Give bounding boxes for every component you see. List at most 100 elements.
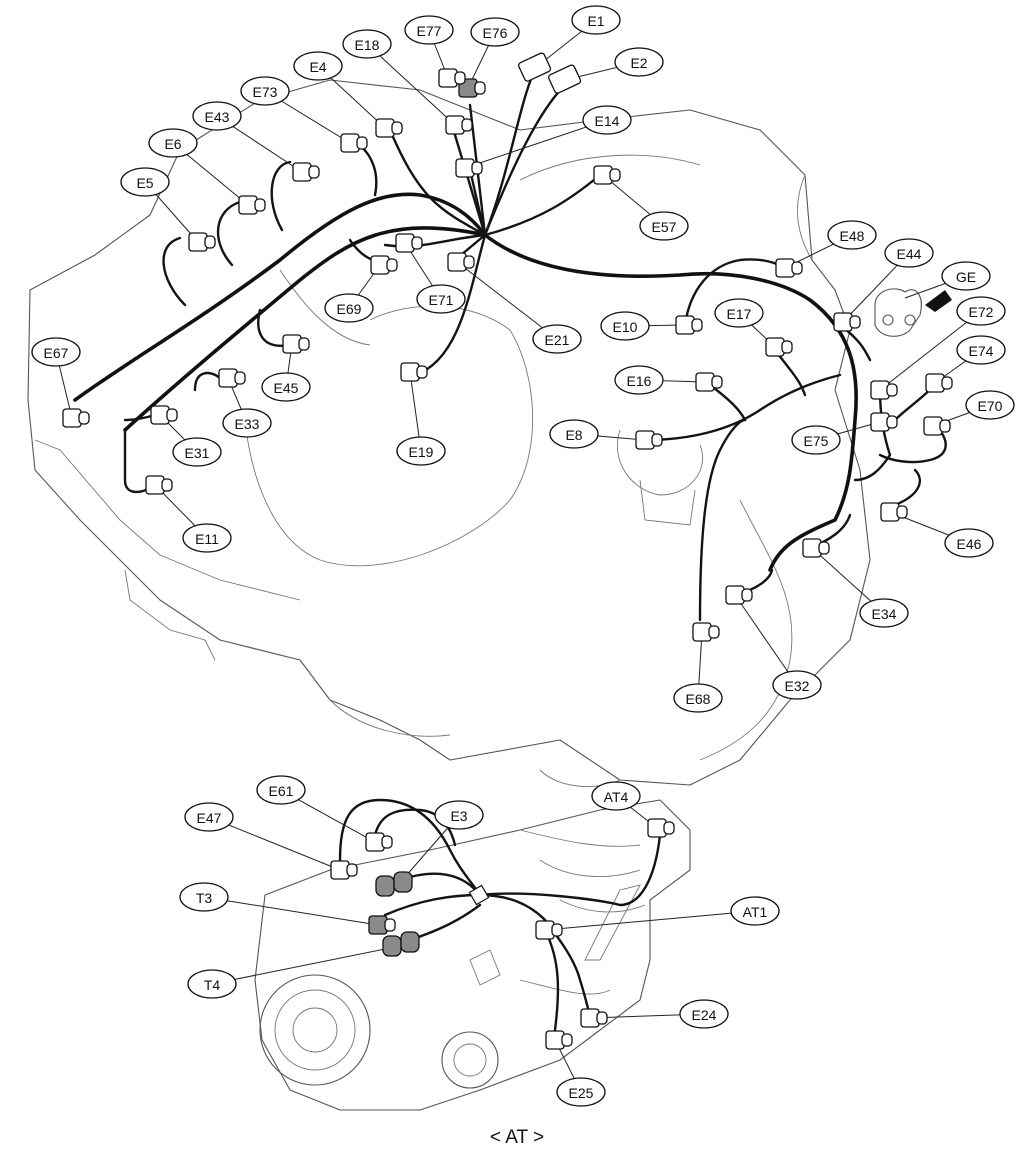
callout-e67: E67 — [31, 337, 81, 367]
connector-e71 — [395, 233, 423, 253]
callout-label: E25 — [569, 1085, 594, 1101]
callout-e6: E6 — [148, 128, 198, 158]
callout-oval — [772, 670, 822, 700]
callout-at1: AT1 — [730, 896, 780, 926]
callout-e10: E10 — [600, 311, 650, 341]
callout-oval — [730, 896, 780, 926]
connector-e69 — [370, 255, 398, 275]
callout-label: E77 — [417, 23, 442, 39]
callout-oval — [470, 17, 520, 47]
callout-oval — [179, 882, 229, 912]
connector-at4 — [647, 818, 675, 838]
callout-label: E71 — [429, 292, 454, 308]
connector-e25 — [545, 1030, 573, 1050]
callout-label: E69 — [337, 301, 362, 317]
callout-e74: E74 — [956, 335, 1006, 365]
connector-e21 — [447, 252, 475, 272]
connector-e1 — [517, 52, 552, 82]
callout-t4: T4 — [187, 969, 237, 999]
connector-e72 — [870, 380, 898, 400]
callout-oval — [714, 298, 764, 328]
callout-oval — [396, 436, 446, 466]
callout-e24: E24 — [679, 999, 729, 1029]
callout-e4: E4 — [293, 51, 343, 81]
connector-t3 — [368, 915, 396, 935]
callout-e1: E1 — [571, 5, 621, 35]
leader-line-e14 — [464, 119, 608, 169]
connectors — [62, 52, 953, 1050]
callout-e14: E14 — [582, 105, 632, 135]
callout-e73: E73 — [240, 76, 290, 106]
leader-line-e18 — [366, 43, 456, 126]
callout-oval — [956, 335, 1006, 365]
callout-e77: E77 — [404, 15, 454, 45]
callout-e69: E69 — [324, 293, 374, 323]
callout-oval — [791, 425, 841, 455]
callout-label: T3 — [196, 890, 213, 906]
callout-oval — [187, 969, 237, 999]
leader-line-t4 — [211, 944, 406, 985]
callout-label: E5 — [136, 175, 153, 191]
connector-e33 — [218, 368, 246, 388]
leader-lines — [55, 19, 991, 1093]
callout-label: E74 — [969, 343, 994, 359]
callout-oval — [256, 775, 306, 805]
connector-e14 — [455, 158, 483, 178]
callout-oval — [965, 390, 1015, 420]
callout-e19: E19 — [396, 436, 446, 466]
callout-label: E32 — [785, 678, 810, 694]
callout-oval — [884, 238, 934, 268]
callout-e33: E33 — [222, 408, 272, 438]
callout-label: E73 — [253, 84, 278, 100]
connector-e31 — [150, 405, 178, 425]
callout-e43: E43 — [192, 101, 242, 131]
connector-e45 — [282, 334, 310, 354]
callout-label: E14 — [595, 113, 620, 129]
connector-e2 — [547, 64, 582, 94]
connector-e32 — [725, 585, 753, 605]
callout-label: E67 — [44, 345, 69, 361]
callout-e2: E2 — [614, 47, 664, 77]
callout-e48: E48 — [827, 220, 877, 250]
connector-e6 — [238, 195, 266, 215]
callout-label: AT1 — [743, 904, 768, 920]
callout-oval — [222, 408, 272, 438]
connector-e73 — [340, 133, 368, 153]
ground-bracket — [874, 288, 952, 337]
callout-oval — [956, 296, 1006, 326]
callout-oval — [549, 419, 599, 449]
callout-oval — [600, 311, 650, 341]
callout-e17: E17 — [714, 298, 764, 328]
connector-e43 — [292, 162, 320, 182]
callout-e32: E32 — [772, 670, 822, 700]
connector-e46 — [880, 502, 908, 522]
callout-oval — [941, 261, 991, 291]
callout-t3: T3 — [179, 882, 229, 912]
callout-oval — [639, 211, 689, 241]
connector-e47 — [330, 860, 358, 880]
callout-oval — [184, 802, 234, 832]
callout-label: T4 — [204, 977, 221, 993]
callout-e8: E8 — [549, 419, 599, 449]
callout-e61: E61 — [256, 775, 306, 805]
callout-labels: E1E2E3E4E5E6E8E10E11E14E16E17E18E19E21E2… — [31, 5, 1015, 1107]
callout-label: E11 — [195, 531, 219, 547]
connector-e34 — [802, 538, 830, 558]
callout-e5: E5 — [120, 167, 170, 197]
callout-label: E24 — [692, 1007, 717, 1023]
callout-label: E16 — [627, 373, 652, 389]
diagram-caption: < AT > — [490, 1127, 544, 1148]
callout-label: E18 — [355, 37, 380, 53]
callout-e70: E70 — [965, 390, 1015, 420]
callout-label: E45 — [274, 380, 299, 396]
callout-label: E47 — [197, 810, 222, 826]
callout-e45: E45 — [261, 372, 311, 402]
callout-oval — [614, 47, 664, 77]
connector-t4 — [382, 931, 420, 957]
callout-oval — [148, 128, 198, 158]
transmission-outline — [254, 799, 691, 1111]
callout-label: E76 — [483, 25, 508, 41]
leader-line-e72 — [879, 310, 982, 391]
connector-e67 — [62, 408, 90, 428]
callout-e34: E34 — [859, 598, 909, 628]
